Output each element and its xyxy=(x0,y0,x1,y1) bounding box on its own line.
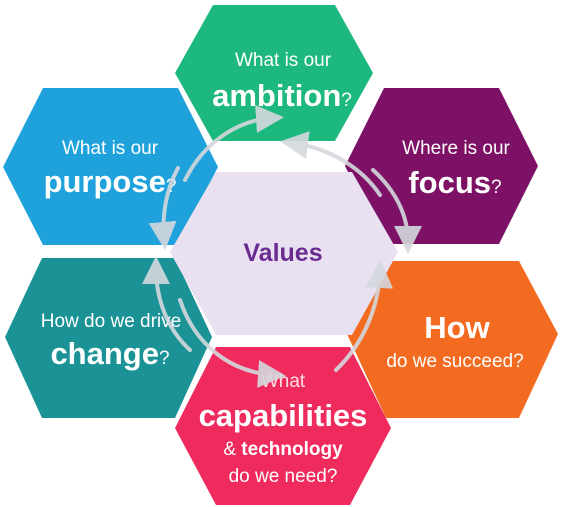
cycle-arrow-2 xyxy=(280,131,382,197)
hexagon-purpose: What is our purpose? xyxy=(3,88,218,245)
how-keyword: How xyxy=(424,310,490,345)
cycle-arrow-6 xyxy=(142,256,192,352)
capabilities-ampersand: & xyxy=(223,439,241,460)
change-keyword-line: change? xyxy=(50,336,169,371)
cycle-arrow-1 xyxy=(183,105,284,182)
hexagon-change: How do we drive change? xyxy=(5,258,212,418)
ambition-keyword-line: ambition? xyxy=(212,78,352,113)
hexagon-how-shape xyxy=(347,261,558,418)
ambition-question-mark: ? xyxy=(341,90,352,111)
focus-keyword: focus xyxy=(408,165,491,200)
values-label: Values xyxy=(243,239,322,267)
change-question: How do we drive xyxy=(41,311,181,332)
hexagon-focus-shape xyxy=(345,88,538,244)
focus-question: Where is our xyxy=(402,138,510,159)
capabilities-question-end: do we need? xyxy=(229,466,338,487)
ambition-question: What is our xyxy=(235,50,332,71)
capabilities-keyword: capabilities xyxy=(199,398,368,433)
hexagon-values-shape xyxy=(170,172,398,335)
purpose-question: What is our xyxy=(62,138,159,159)
purpose-keyword: purpose xyxy=(44,164,166,199)
how-question: do we succeed? xyxy=(386,351,523,372)
change-question-mark: ? xyxy=(159,348,170,369)
hexagon-capabilities-shape xyxy=(175,347,391,505)
capabilities-technology: technology xyxy=(241,439,343,460)
hexagon-capabilities: What capabilities & technology do we nee… xyxy=(175,347,391,505)
focus-question-mark: ? xyxy=(491,177,502,198)
hexagon-focus: Where is our focus? xyxy=(345,88,538,244)
change-keyword: change xyxy=(50,336,159,371)
cycle-arrow-7 xyxy=(148,166,180,250)
hexagon-values: Values xyxy=(170,172,398,335)
cycle-arrow-4 xyxy=(334,260,394,372)
hexagon-ambition: What is our ambition? xyxy=(175,5,373,141)
cycle-arrow-3 xyxy=(371,168,422,254)
capabilities-technology-line: & technology xyxy=(223,439,343,460)
cycle-arrow-5 xyxy=(178,298,286,388)
hexagon-how: How do we succeed? xyxy=(347,261,558,418)
ambition-keyword: ambition xyxy=(212,78,341,113)
focus-keyword-line: focus? xyxy=(408,165,501,200)
cycle-arrows xyxy=(142,105,422,388)
purpose-keyword-line: purpose? xyxy=(44,164,177,199)
hexagon-ambition-shape xyxy=(175,5,373,141)
